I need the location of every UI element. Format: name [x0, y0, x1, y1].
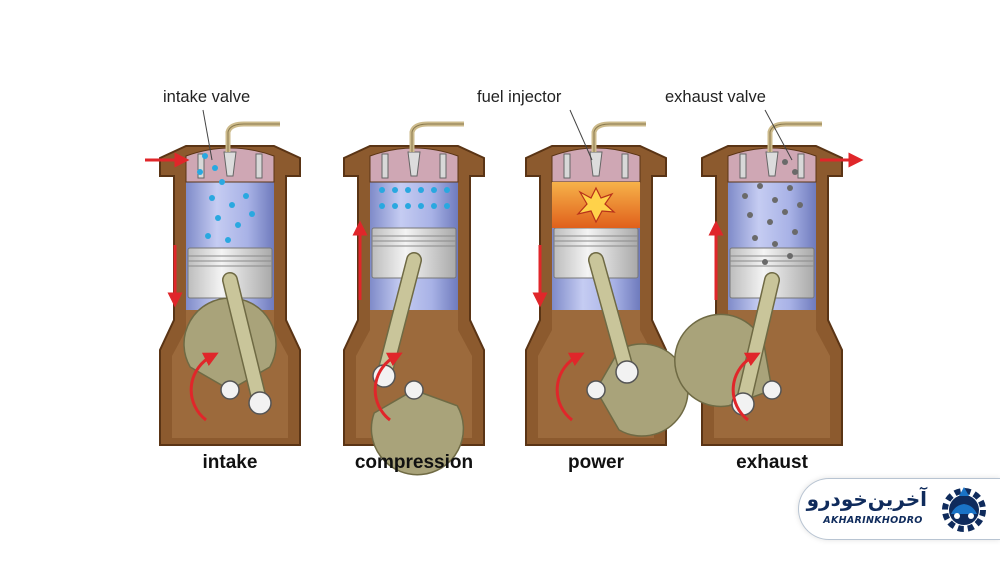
- compressed-mixture-dot: [431, 187, 437, 193]
- connecting-rod: [736, 273, 779, 411]
- exhaust-gas-dot: [772, 241, 778, 247]
- logo-text-english: AKHARINKHODRO: [823, 515, 923, 526]
- air-fuel-dot: [229, 202, 235, 208]
- logo-text-persian: آخرین‌خودرو: [806, 487, 927, 511]
- exhaust-gas-dot: [752, 235, 758, 241]
- fuel-injector: [407, 151, 421, 177]
- fuel-injector-leader: [569, 109, 593, 161]
- rotation-arrow: [189, 352, 219, 422]
- exhaust-gas-dot: [757, 183, 763, 189]
- compressed-mixture-dot: [379, 203, 385, 209]
- air-fuel-dot: [243, 193, 249, 199]
- exhaust-gas-dot: [772, 197, 778, 203]
- crankshaft: [586, 380, 606, 400]
- fuel-injector-callout: fuel injector: [477, 88, 562, 106]
- fuel-line-outline: [227, 123, 280, 152]
- engine-compression: [343, 121, 485, 476]
- crank-counterweight: [370, 389, 465, 476]
- air-fuel-dot: [212, 165, 218, 171]
- engine-exhaust: [674, 109, 864, 446]
- air-fuel-dot: [202, 153, 208, 159]
- crankshaft: [404, 380, 424, 400]
- gear-car-icon: [942, 487, 986, 532]
- intake-valve-leader: [202, 109, 213, 161]
- exhaust-gas-dot: [747, 212, 753, 218]
- rotation-arrow: [555, 352, 585, 422]
- connecting-rod: [223, 273, 267, 410]
- crank-pin: [615, 360, 639, 384]
- compressed-mixture-dot: [379, 187, 385, 193]
- exhaust-gas-dot: [782, 209, 788, 215]
- crank-pin: [248, 391, 272, 415]
- exhaust-gas-dot: [792, 229, 798, 235]
- exhaust-gas-dot: [767, 219, 773, 225]
- exhaust-gas-dot: [787, 253, 793, 259]
- air-fuel-dot: [209, 195, 215, 201]
- exhaust-gas-dot: [797, 202, 803, 208]
- compressed-mixture-dot: [444, 203, 450, 209]
- air-fuel-dot: [235, 222, 241, 228]
- compressed-mixture-dot: [431, 203, 437, 209]
- air-fuel-dot: [225, 237, 231, 243]
- exhaust-gas-dot: [792, 169, 798, 175]
- stage-label-compression: compression: [354, 452, 474, 473]
- exhaust-valve-stem: [797, 153, 805, 179]
- fuel-injector: [765, 151, 779, 177]
- intake-valve-stem: [563, 153, 571, 179]
- fuel-line-outline: [769, 123, 822, 152]
- connecting-rod: [589, 253, 634, 379]
- crankshaft: [220, 380, 240, 400]
- intake-valve-stem: [739, 153, 747, 179]
- air-fuel-dot: [249, 211, 255, 217]
- compressed-mixture-dot: [405, 203, 411, 209]
- stage-label-intake: intake: [202, 452, 258, 473]
- exhaust-gas-dot: [787, 185, 793, 191]
- compressed-mixture-dot: [418, 187, 424, 193]
- compressed-mixture-dot: [444, 187, 450, 193]
- fuel-line-outline: [411, 123, 464, 152]
- engine-intake: [145, 109, 301, 446]
- exhaust-gas-dot: [742, 193, 748, 199]
- stage-label-exhaust: exhaust: [736, 452, 808, 473]
- exhaust-valve-stem: [439, 153, 447, 179]
- exhaust-valve-callout: exhaust valve: [665, 88, 766, 106]
- air-fuel-dot: [219, 179, 225, 185]
- intake-valve-stem: [381, 153, 389, 179]
- akharinkhodro-logo[interactable]: آخرین‌خودرو AKHARINKHODRO: [798, 478, 1000, 540]
- rotation-arrow: [373, 352, 403, 422]
- air-fuel-dot: [215, 215, 221, 221]
- compressed-mixture-dot: [405, 187, 411, 193]
- fuel-injector: [223, 151, 237, 177]
- exhaust-valve-leader: [764, 109, 793, 161]
- compressed-mixture-dot: [418, 203, 424, 209]
- engine-power: [525, 109, 689, 446]
- exhaust-gas-dot: [782, 159, 788, 165]
- air-fuel-dot: [205, 233, 211, 239]
- rotation-arrow: [731, 352, 761, 422]
- intake-valve-stem: [197, 153, 205, 179]
- crankshaft: [762, 380, 782, 400]
- intake-valve-callout: intake valve: [163, 88, 251, 106]
- fuel-injector: [589, 151, 603, 177]
- compressed-mixture-dot: [392, 187, 398, 193]
- exhaust-valve-stem: [621, 153, 629, 179]
- exhaust-valve-stem: [255, 153, 263, 179]
- compressed-mixture-dot: [392, 203, 398, 209]
- air-fuel-dot: [197, 169, 203, 175]
- stage-label-power: power: [568, 452, 624, 473]
- fuel-line-outline: [593, 123, 646, 152]
- exhaust-gas-dot: [762, 259, 768, 265]
- spark-burst: [576, 186, 616, 224]
